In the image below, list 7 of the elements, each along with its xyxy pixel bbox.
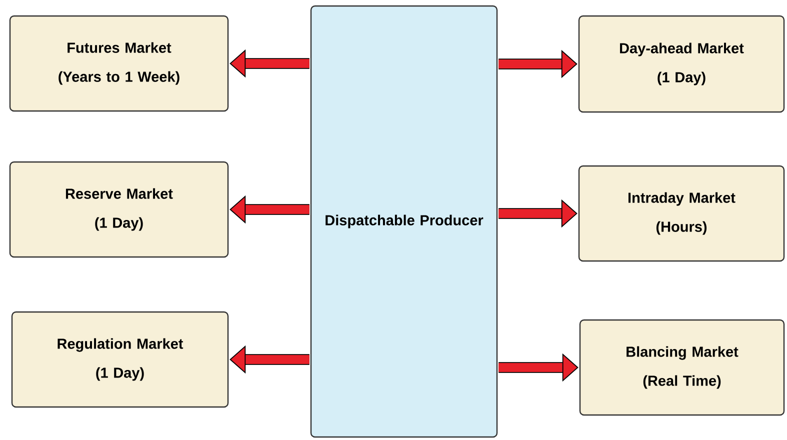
market-box: Blancing Market (Real Time) [579,319,785,416]
market-box: Regulation Market (1 Day) [11,311,229,408]
market-box: Reserve Market (1 Day) [9,161,229,258]
market-box: Futures Market (Years to 1 Week) [9,15,229,112]
producer-box: Dispatchable Producer [310,5,498,438]
market-box: Intraday Market (Hours) [578,165,785,262]
market-box: Day-ahead Market (1 Day) [578,15,785,113]
